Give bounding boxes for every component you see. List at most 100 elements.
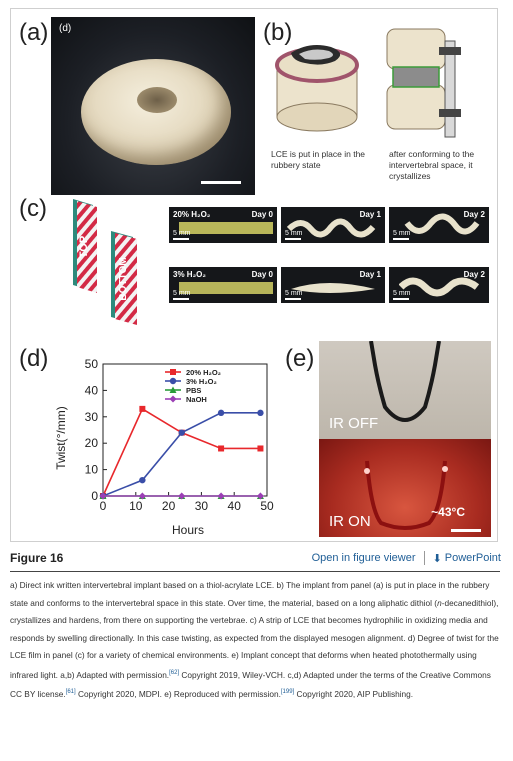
y-tick-label: 50 [85,357,99,371]
photo-20-day2: Day 2 5 mm [389,207,489,243]
photo-3-day1: Day 1 5 mm [281,267,385,303]
figure-actions: Open in figure viewer ⬇ PowerPoint [312,551,501,565]
powerpoint-link[interactable]: PowerPoint [444,552,501,564]
y-tick-label: 40 [85,383,99,397]
panel-c-strips: TOP BOTTOM [73,199,137,325]
photo-3-day0: 3% H₂O₂ Day 0 5 mm [169,267,277,303]
legend-marker [169,395,177,403]
data-point [257,445,264,452]
scale-bar [393,298,409,300]
download-icon[interactable]: ⬇ [432,552,442,565]
row2-condition: 3% H₂O₂ [173,270,206,279]
lce-strip-flat [179,222,273,234]
data-point [178,492,186,500]
caption-text: -decanedithiol), crystallizes and harden… [10,597,499,680]
data-point [139,405,146,412]
day-label: Day 2 [463,210,485,219]
panel-e-photo: IR OFF IR ON ~43°C [319,341,491,537]
x-tick-label: 40 [228,499,242,513]
reference-link[interactable]: [199] [280,688,295,695]
data-point [217,492,225,500]
photo-20-day1: Day 1 5 mm [281,207,385,243]
scale-label: 5 mm [173,230,191,237]
implant-donut-image [81,59,231,165]
scale-bar [393,238,409,240]
figure-panel: (a) (d) (b) LCE is put in place in the r… [10,8,498,542]
y-tick-label: 10 [85,463,99,477]
legend-entry: PBS [186,386,201,395]
lce-strip-twisted [287,218,376,238]
panel-b-label: (b) [263,19,293,46]
temperature-label: ~43°C [431,505,465,519]
day-label: Day 1 [359,210,381,219]
divider [423,551,425,565]
photo-3-day2: Day 2 5 mm [389,267,489,303]
data-point [99,492,107,500]
lce-strip-flat [179,282,273,294]
x-tick-label: 50 [260,499,274,513]
legend-marker [169,386,177,393]
day-label: Day 1 [359,270,381,279]
ir-on-photo [319,439,491,537]
caption-text: Copyright 2020, MDPI. e) Reproduced with… [75,688,281,699]
legend-marker [169,377,177,385]
data-point [256,492,264,500]
x-tick-label: 0 [100,499,107,513]
series-line-1 [102,412,261,497]
day-label: Day 0 [251,270,273,279]
caption-text: Copyright 2019, Wiley-VCH. c,d) Adapted … [10,669,491,699]
caption-text: a) Direct ink written intervertebral imp… [10,580,490,608]
scale-label: 5 mm [285,230,303,237]
reference-link[interactable]: [61] [65,688,76,695]
reference-link[interactable]: [62] [169,669,180,676]
scale-bar [451,529,481,532]
y-tick-label: 0 [91,489,98,503]
y-tick-label: 30 [85,410,99,424]
data-point [217,409,225,417]
panel-a-sublabel: (d) [59,23,72,34]
figure-caption: a) Direct ink written intervertebral imp… [10,577,502,703]
figure-title: Figure 16 [10,551,64,565]
chart-ylabel: Twist(°/mm) [54,406,68,469]
panel-a-label: (a) [19,19,49,46]
panel-d-label: (d) [19,345,49,372]
chart-xlabel: Hours [172,523,204,537]
ir-off-photo [319,341,491,439]
legend-marker [170,369,176,375]
scale-bar [173,238,189,240]
data-point [257,409,264,417]
panel-c-label: (c) [19,195,47,222]
caption-text: Copyright 2020, AIP Publishing. [294,688,414,699]
series-line-0 [102,407,261,497]
data-point [139,476,146,484]
day-label: Day 0 [251,210,273,219]
implant-hole [137,87,177,113]
day-label: Day 2 [463,270,485,279]
x-tick-label: 30 [195,499,209,513]
open-figure-viewer-link[interactable]: Open in figure viewer [311,552,416,564]
caption-italic: n [437,597,442,608]
strip-bottom-label: BOTTOM [118,257,129,300]
scale-label: 5 mm [393,230,411,237]
plot-frame [102,363,268,497]
divider [10,571,500,572]
scale-label: 5 mm [393,290,411,297]
ir-on-label: IR ON [329,513,371,530]
lce-strip-twisted [399,277,480,297]
photo-20-day0: 20% H₂O₂ Day 0 5 mm [169,207,277,243]
ir-off-label: IR OFF [329,415,379,432]
implant-loop [364,341,448,530]
legend-entry: NaOH [186,395,207,404]
scale-bar [285,238,301,240]
lce-strip-twisted [404,213,480,235]
x-tick-label: 20 [162,499,176,513]
panel-a-photo: (d) [51,17,255,195]
panel-b-caption-right: after conforming to the intervertebral s… [389,149,475,181]
legend-entry: 3% H₂O₂ [186,377,217,386]
data-point [178,429,185,436]
lce-strip-twisted [291,283,375,293]
strip-top-label: TOP [78,236,90,258]
data-point [138,492,146,500]
scale-label: 5 mm [285,290,303,297]
